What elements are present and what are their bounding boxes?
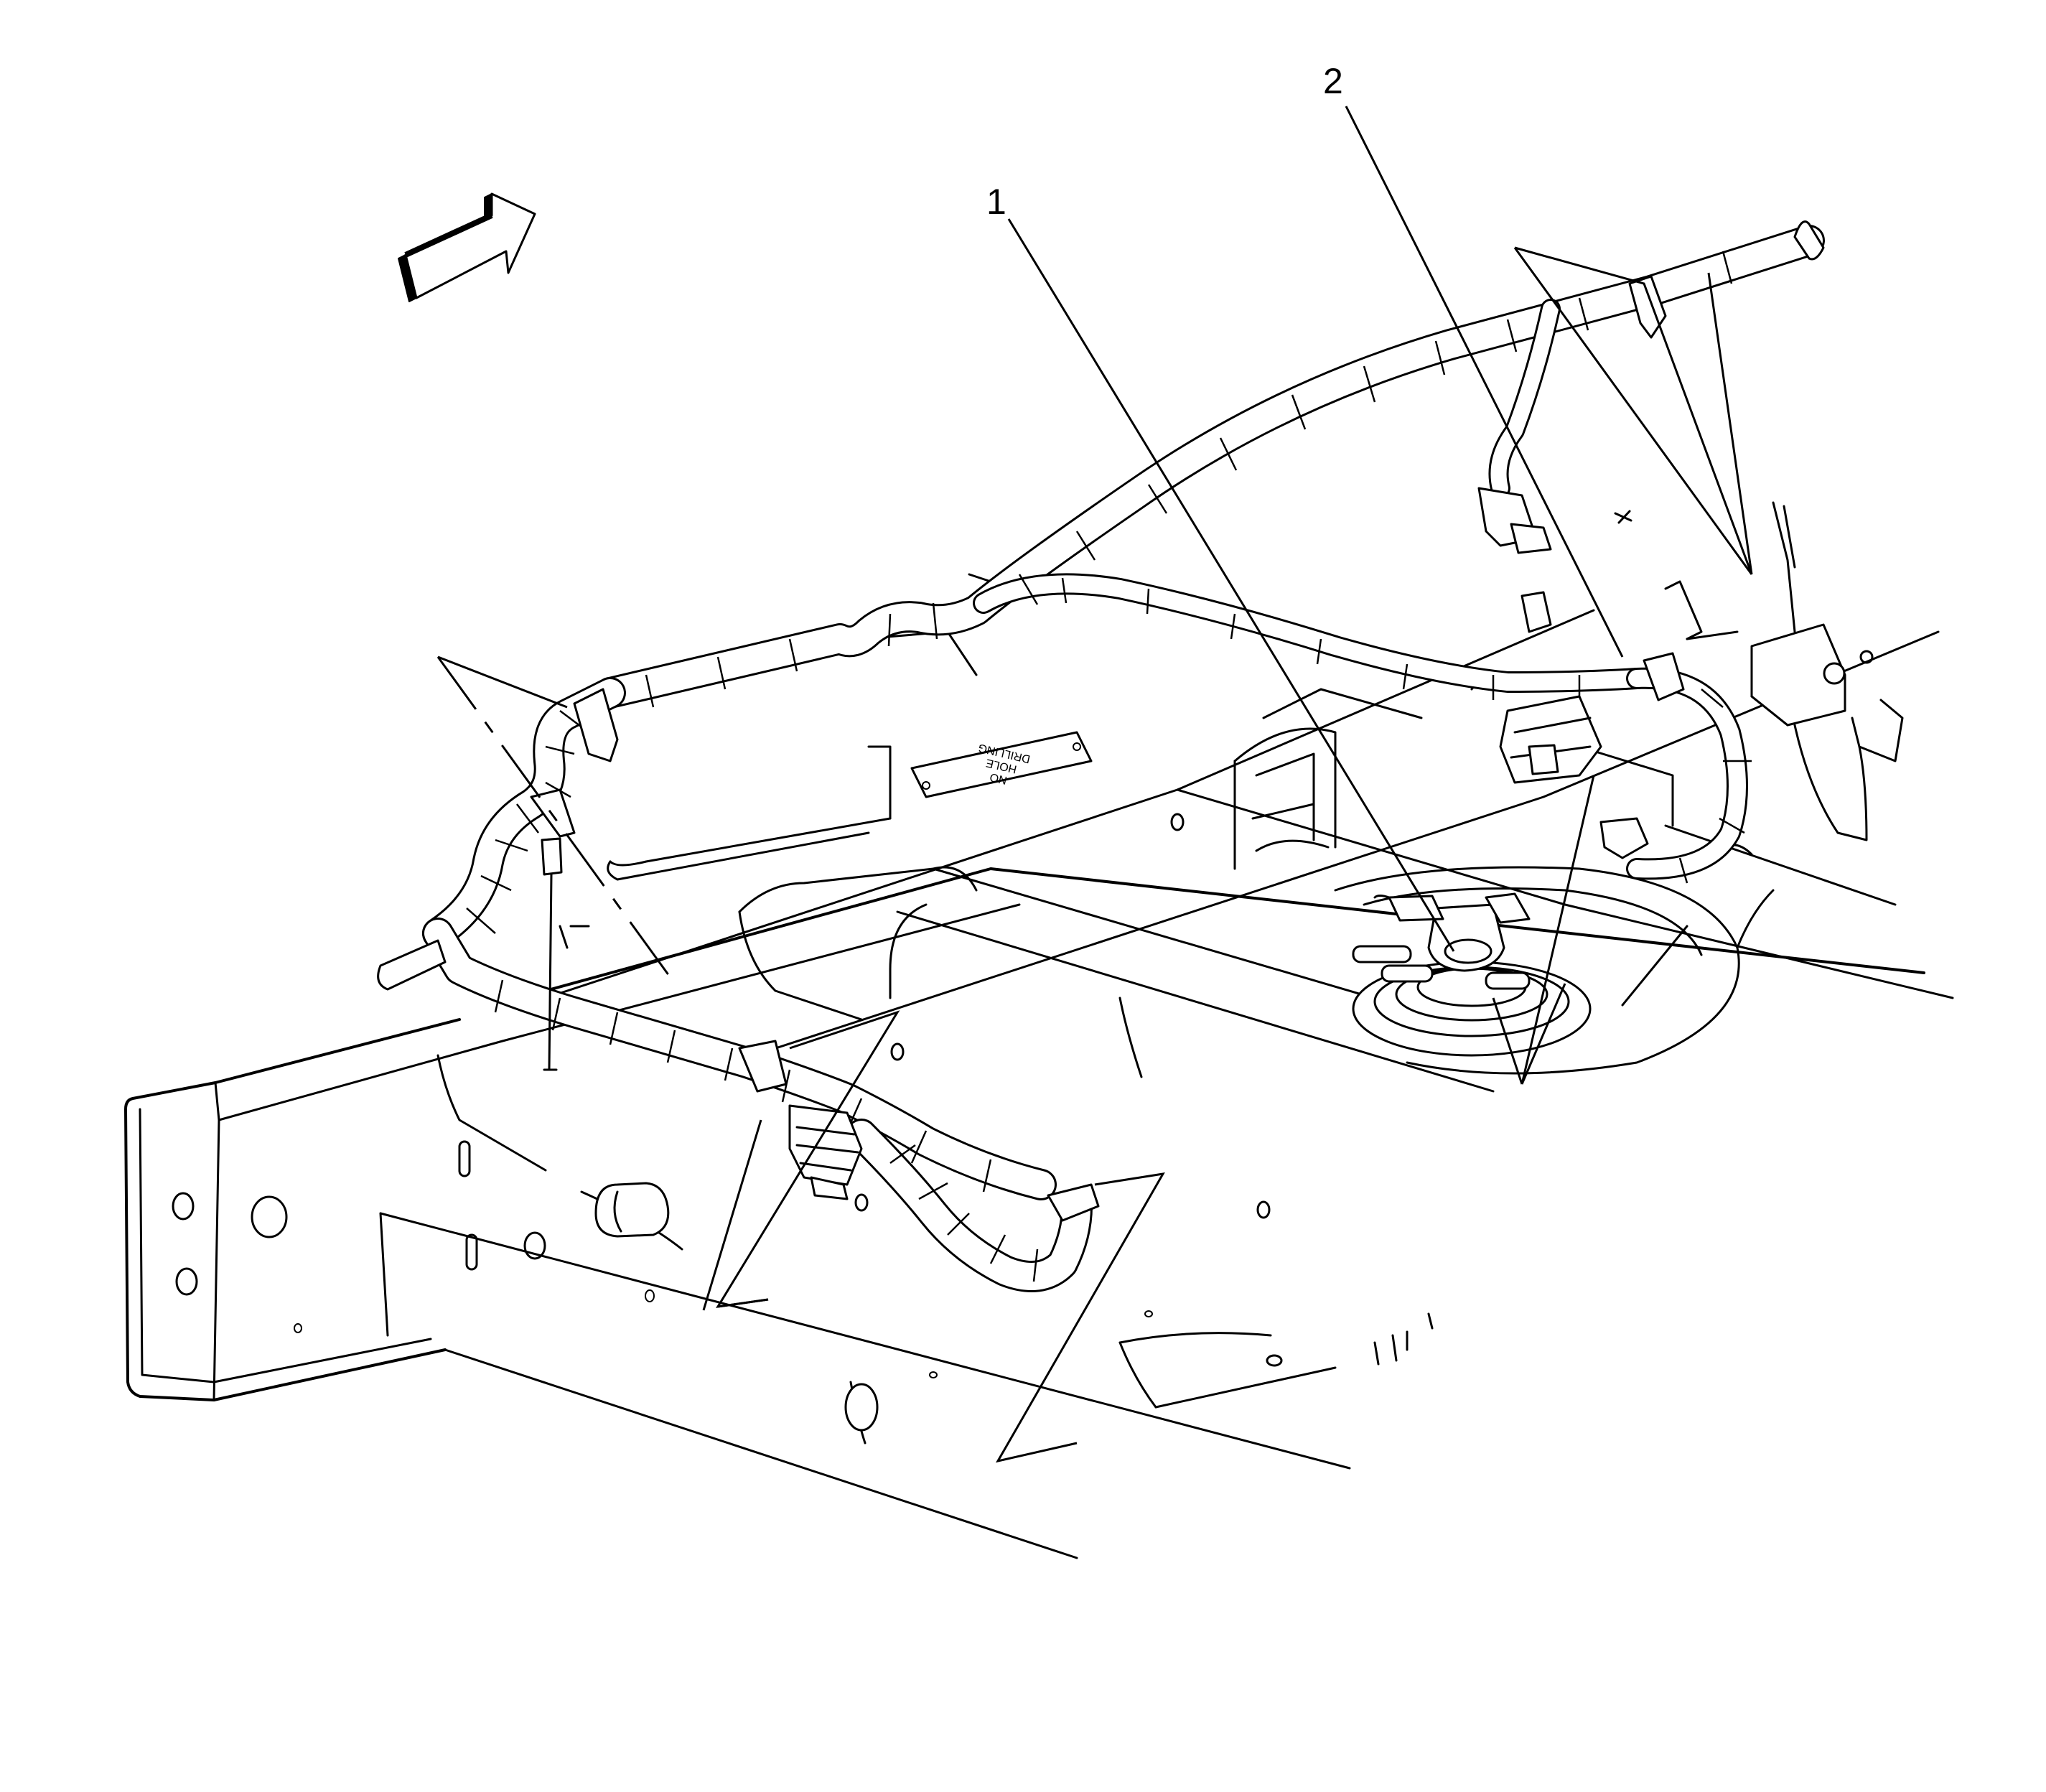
harness-connector (788, 487, 1649, 1222)
wiring-harness (377, 220, 1825, 1292)
no-drilling-decal: NO HOLE DRILLING (910, 731, 1093, 798)
harness-bracket-screw (541, 837, 563, 1071)
harness-clip (530, 275, 1685, 1093)
exhaust-pipe (436, 866, 1495, 1409)
callout-1-leader (1007, 218, 1455, 952)
callout-label-1: 1 (986, 182, 1006, 222)
fuel-pump-module (1352, 892, 1592, 1057)
fuel-tank (1334, 866, 1775, 1075)
callout-2-leader (1345, 106, 1624, 658)
view-lines (436, 246, 1753, 1463)
decal-text-line-1: NO (989, 770, 1008, 786)
rear-crossmember (1233, 501, 1904, 906)
direction-arrow-icon (398, 192, 536, 302)
callout-label-2: 2 (1323, 61, 1343, 101)
